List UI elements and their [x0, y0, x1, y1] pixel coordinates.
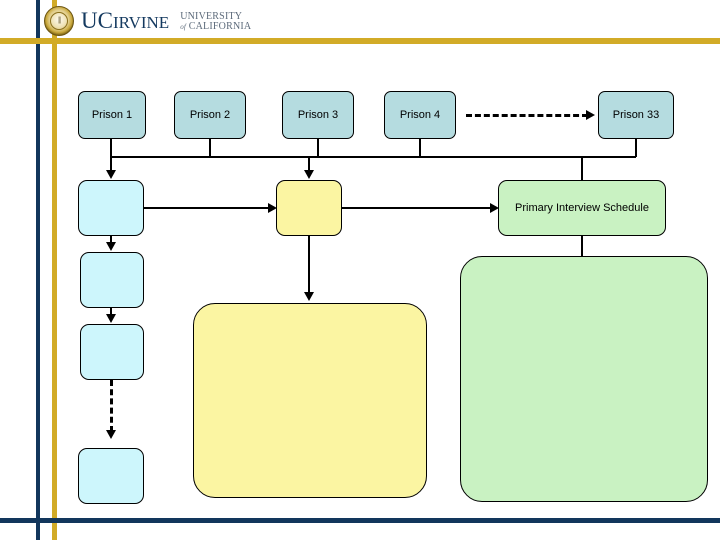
schedule-to-green-node-big-line: [581, 236, 583, 258]
prison-3-stub: [317, 139, 319, 157]
prison-node-33-label: Prison 33: [612, 109, 660, 121]
prison-node-2[interactable]: Prison 2: [174, 91, 246, 139]
bus-to-yellow-node-1-line: [308, 156, 310, 172]
prison-node-4-label: Prison 4: [399, 109, 441, 121]
uc-wordmark: UCIRVINE: [81, 9, 169, 34]
uc-irvine-logo: ‖ UCIRVINE UNIVERSITY of CALIFORNIA: [44, 4, 251, 38]
yellow-node-1-to-yellow-node-big-arrowhead: [304, 292, 314, 301]
subwordmark-california: CALIFORNIA: [188, 21, 252, 32]
blue-node-1-to-yellow-node-1-line: [144, 207, 270, 209]
yellow-node-1-to-schedule-line: [342, 207, 492, 209]
wordmark-irvine: IRVINE: [112, 12, 170, 32]
prison-node-3[interactable]: Prison 3: [282, 91, 354, 139]
bus-to-blue-node-1-arrowhead: [106, 170, 116, 179]
uc-subwordmark: UNIVERSITY of CALIFORNIA: [180, 12, 251, 32]
blue-node-2-to-blue-node-3-arrowhead: [106, 314, 116, 323]
prison-4-to-prison-33-arrowhead: [586, 110, 595, 120]
yellow-node-big[interactable]: [193, 303, 427, 498]
yellow-node-1-to-schedule-arrowhead: [490, 203, 499, 213]
prison-node-2-label: Prison 2: [189, 109, 231, 121]
yellow-node-1[interactable]: [276, 180, 342, 236]
blue-node-4[interactable]: [78, 448, 144, 504]
prison-node-33[interactable]: Prison 33: [598, 91, 674, 139]
prison-node-1-label: Prison 1: [91, 109, 133, 121]
blue-node-1-to-blue-node-2-arrowhead: [106, 242, 116, 251]
green-node-big[interactable]: [460, 256, 708, 502]
primary-interview-schedule-node[interactable]: Primary Interview Schedule: [498, 180, 666, 236]
blue-node-1-to-blue-node-2-line: [110, 236, 112, 244]
bus-to-yellow-node-1-arrowhead: [304, 170, 314, 179]
subwordmark-university: UNIVERSITY: [180, 11, 243, 22]
prison-33-stub: [635, 139, 637, 157]
blue-node-1[interactable]: [78, 180, 144, 236]
navy-vertical-rule: [36, 0, 40, 540]
blue-node-2-to-blue-node-3-line: [110, 308, 112, 316]
prison-node-1[interactable]: Prison 1: [78, 91, 146, 139]
bus-to-schedule-line: [581, 156, 583, 180]
prison-node-4[interactable]: Prison 4: [384, 91, 456, 139]
prison-4-to-prison-33-dashed-line: [466, 114, 588, 117]
prison-2-stub: [209, 139, 211, 157]
prison-node-3-label: Prison 3: [297, 109, 339, 121]
prison-bus-line: [110, 156, 636, 158]
uc-seal-icon: ‖: [44, 6, 74, 36]
wordmark-uc: UC: [81, 7, 113, 33]
subwordmark-of: of: [180, 23, 187, 31]
prison-1-stub: [110, 139, 112, 157]
gold-vertical-rule: [52, 0, 57, 540]
blue-node-3-to-blue-node-4-dashed-line: [110, 380, 113, 432]
primary-interview-schedule-label: Primary Interview Schedule: [515, 202, 649, 214]
blue-node-3[interactable]: [80, 324, 144, 380]
seal-inner-glyph: ‖: [57, 14, 61, 27]
yellow-node-1-to-yellow-node-big-line: [308, 236, 310, 294]
blue-node-3-to-blue-node-4-arrowhead: [106, 430, 116, 439]
gold-horizontal-rule: [0, 38, 720, 44]
prison-4-stub: [419, 139, 421, 157]
blue-node-2[interactable]: [80, 252, 144, 308]
navy-horizontal-rule: [0, 518, 720, 523]
bus-to-blue-node-1-line: [110, 156, 112, 172]
blue-node-1-to-yellow-node-1-arrowhead: [268, 203, 277, 213]
